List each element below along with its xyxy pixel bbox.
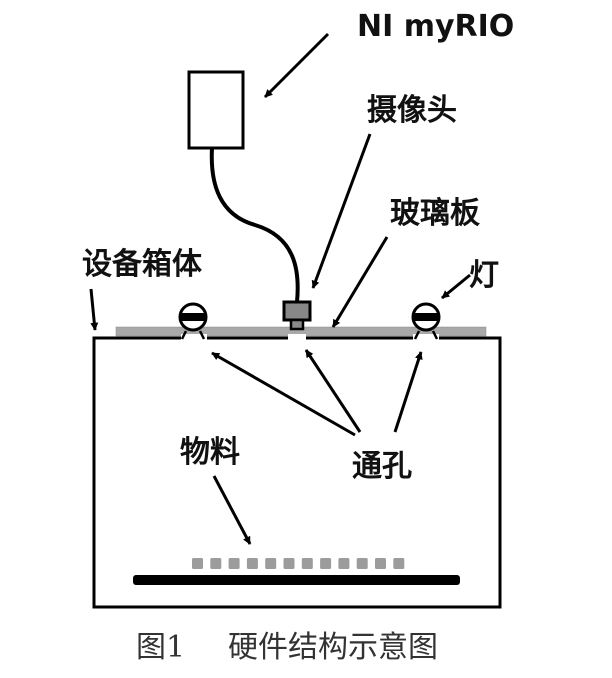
label-box: 设备箱体	[82, 247, 203, 282]
label-myrio: NI myRIO	[357, 9, 514, 44]
label-holes: 通孔	[352, 449, 412, 484]
material-base	[133, 575, 460, 585]
through-hole-center	[288, 334, 306, 342]
through-hole-right	[413, 334, 439, 342]
arrow-lamp	[441, 273, 471, 300]
myrio-device	[187, 70, 245, 150]
material-piece	[265, 558, 277, 569]
lamp-right-icon	[411, 302, 441, 340]
camera-cable	[209, 147, 300, 303]
label-material: 物料	[180, 435, 240, 470]
arrow-myrio	[263, 32, 330, 99]
figure-number: 图1	[136, 630, 185, 665]
arrow-glass	[331, 236, 389, 328]
lamp-left-icon	[178, 302, 208, 340]
material-piece	[301, 558, 313, 569]
material-piece	[356, 558, 368, 569]
arrow-hole-left	[211, 351, 356, 437]
figure-caption: 硬件结构示意图	[228, 630, 438, 665]
material-piece	[192, 558, 203, 569]
arrow-material	[212, 475, 252, 545]
arrow-camera	[311, 133, 372, 289]
material-dots	[192, 558, 405, 569]
equipment-box	[92, 336, 502, 609]
through-holes	[181, 334, 439, 342]
material-piece	[228, 558, 240, 569]
material-piece	[393, 558, 405, 569]
material-piece	[375, 558, 386, 569]
through-hole-left	[181, 334, 207, 342]
label-glass: 玻璃板	[390, 196, 480, 231]
material-piece	[320, 558, 332, 569]
material-piece	[210, 558, 222, 569]
material-piece	[246, 558, 258, 569]
camera-icon	[282, 300, 312, 331]
label-lamp: 灯	[469, 258, 499, 293]
label-camera: 摄像头	[367, 93, 457, 128]
material-piece	[283, 558, 295, 569]
arrow-hole-center	[304, 349, 362, 433]
material-piece	[338, 558, 350, 569]
arrow-box	[89, 288, 99, 331]
arrow-hole-right	[393, 351, 423, 433]
